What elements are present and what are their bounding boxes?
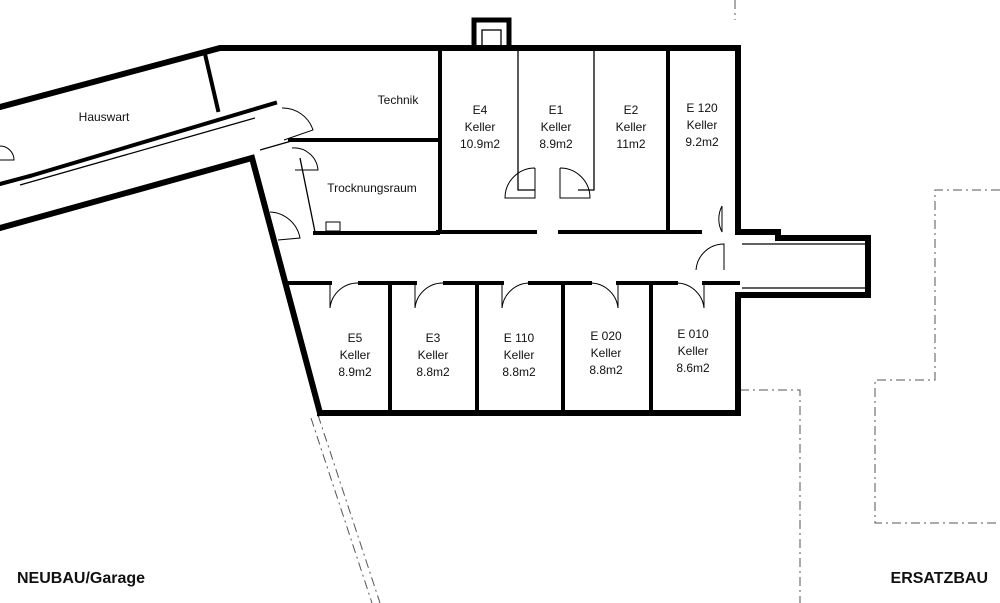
room-e4: E4 Keller 10.9m2 bbox=[460, 103, 500, 151]
room-e2-number: E2 bbox=[624, 103, 639, 117]
room-e010-area: 8.6m2 bbox=[676, 361, 710, 375]
room-hauswart-label: Hauswart bbox=[79, 110, 130, 124]
room-e3-area: 8.8m2 bbox=[416, 365, 450, 379]
room-trocknungsraum-label: Trocknungsraum bbox=[327, 181, 417, 195]
room-e010-number: E 010 bbox=[677, 327, 709, 341]
room-e3-type: Keller bbox=[418, 348, 449, 362]
room-e110-area: 8.8m2 bbox=[502, 365, 536, 379]
neighbour-outlines bbox=[310, 0, 1000, 603]
room-e2-area: 11m2 bbox=[616, 137, 645, 151]
room-e020-type: Keller bbox=[591, 346, 622, 360]
room-e120-type: Keller bbox=[687, 118, 718, 132]
room-e5-number: E5 bbox=[348, 331, 363, 345]
room-e010-type: Keller bbox=[678, 344, 709, 358]
room-technik-label: Technik bbox=[378, 93, 420, 107]
room-e010: E 010 Keller 8.6m2 bbox=[676, 327, 710, 375]
room-e1-area: 8.9m2 bbox=[539, 137, 573, 151]
room-e4-area: 10.9m2 bbox=[460, 137, 500, 151]
building-walls bbox=[285, 45, 871, 416]
room-e3-number: E3 bbox=[426, 331, 441, 345]
building-label-neubau: NEUBAU/Garage bbox=[17, 570, 145, 587]
room-e1-type: Keller bbox=[541, 120, 572, 134]
room-e120-number: E 120 bbox=[686, 101, 718, 115]
room-e5: E5 Keller 8.9m2 bbox=[338, 331, 372, 379]
room-e120: E 120 Keller 9.2m2 bbox=[685, 101, 719, 149]
room-e020-area: 8.8m2 bbox=[589, 363, 623, 377]
room-e4-number: E4 bbox=[473, 103, 488, 117]
room-e1: E1 Keller 8.9m2 bbox=[539, 103, 573, 151]
room-e3: E3 Keller 8.8m2 bbox=[416, 331, 450, 379]
hauswart-wing-walls bbox=[0, 45, 443, 417]
door-swings bbox=[0, 107, 725, 309]
room-e4-type: Keller bbox=[465, 120, 496, 134]
room-e110: E 110 Keller 8.8m2 bbox=[502, 331, 536, 379]
building-label-ersatzbau: ERSATZBAU bbox=[891, 570, 988, 587]
room-e5-type: Keller bbox=[340, 348, 371, 362]
room-e110-type: Keller bbox=[504, 348, 535, 362]
room-e020-number: E 020 bbox=[590, 329, 622, 343]
room-e120-area: 9.2m2 bbox=[685, 135, 719, 149]
room-e110-number: E 110 bbox=[504, 331, 535, 345]
room-e2-type: Keller bbox=[616, 120, 647, 134]
room-e1-number: E1 bbox=[549, 103, 564, 117]
room-e2: E2 Keller 11m2 bbox=[616, 103, 647, 151]
shaft bbox=[471, 17, 512, 51]
room-e5-area: 8.9m2 bbox=[338, 365, 372, 379]
room-e020: E 020 Keller 8.8m2 bbox=[589, 329, 623, 377]
